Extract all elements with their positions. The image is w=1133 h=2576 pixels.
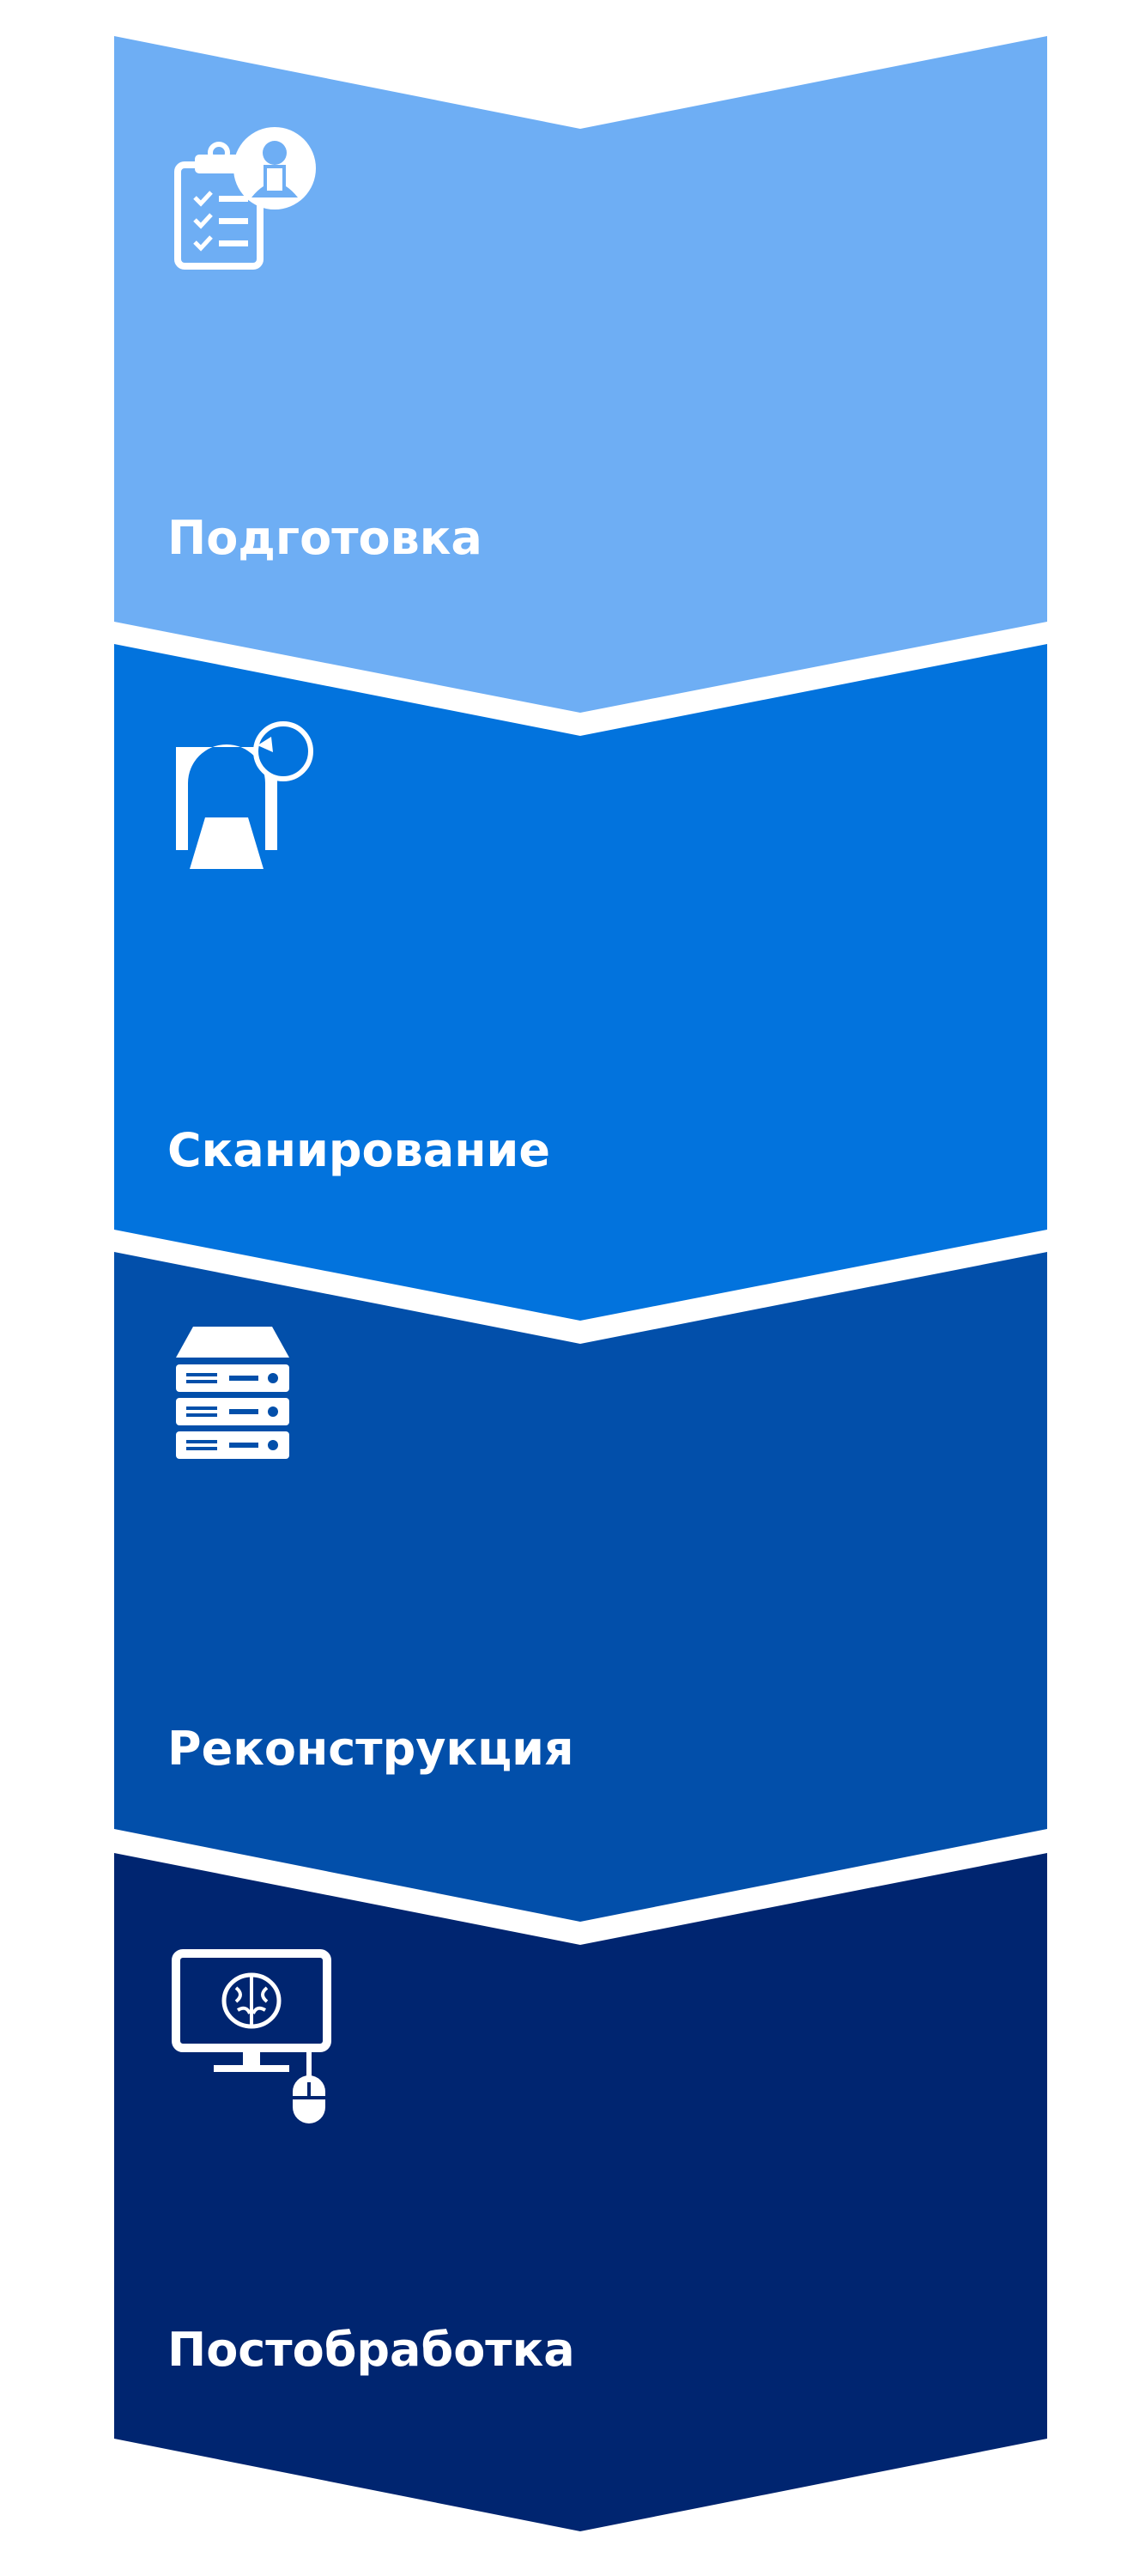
stage-scanning-chevron — [114, 644, 1047, 1321]
stage-reconstruction-label: Реконструкция — [167, 1722, 574, 1776]
stage-postprocessing-label: Постобработка — [167, 2323, 575, 2377]
stage-preparation: Подготовка — [114, 36, 1047, 713]
stage-postprocessing: Постобработка — [114, 1853, 1047, 2531]
server-rack-icon — [176, 1327, 289, 1459]
stage-reconstruction-chevron — [114, 1252, 1047, 1922]
stage-scanning-label: Сканирование — [167, 1123, 550, 1177]
ct-scanner-icon — [176, 721, 313, 869]
stage-reconstruction: Реконструкция — [114, 1252, 1047, 1922]
stage-preparation-chevron — [114, 36, 1047, 713]
clipboard-patient-icon — [174, 127, 316, 270]
monitor-brain-icon — [172, 1949, 331, 2123]
stage-postprocessing-chevron — [114, 1853, 1047, 2531]
stage-scanning: Сканирование — [114, 644, 1047, 1321]
stage-preparation-label: Подготовка — [167, 511, 482, 565]
